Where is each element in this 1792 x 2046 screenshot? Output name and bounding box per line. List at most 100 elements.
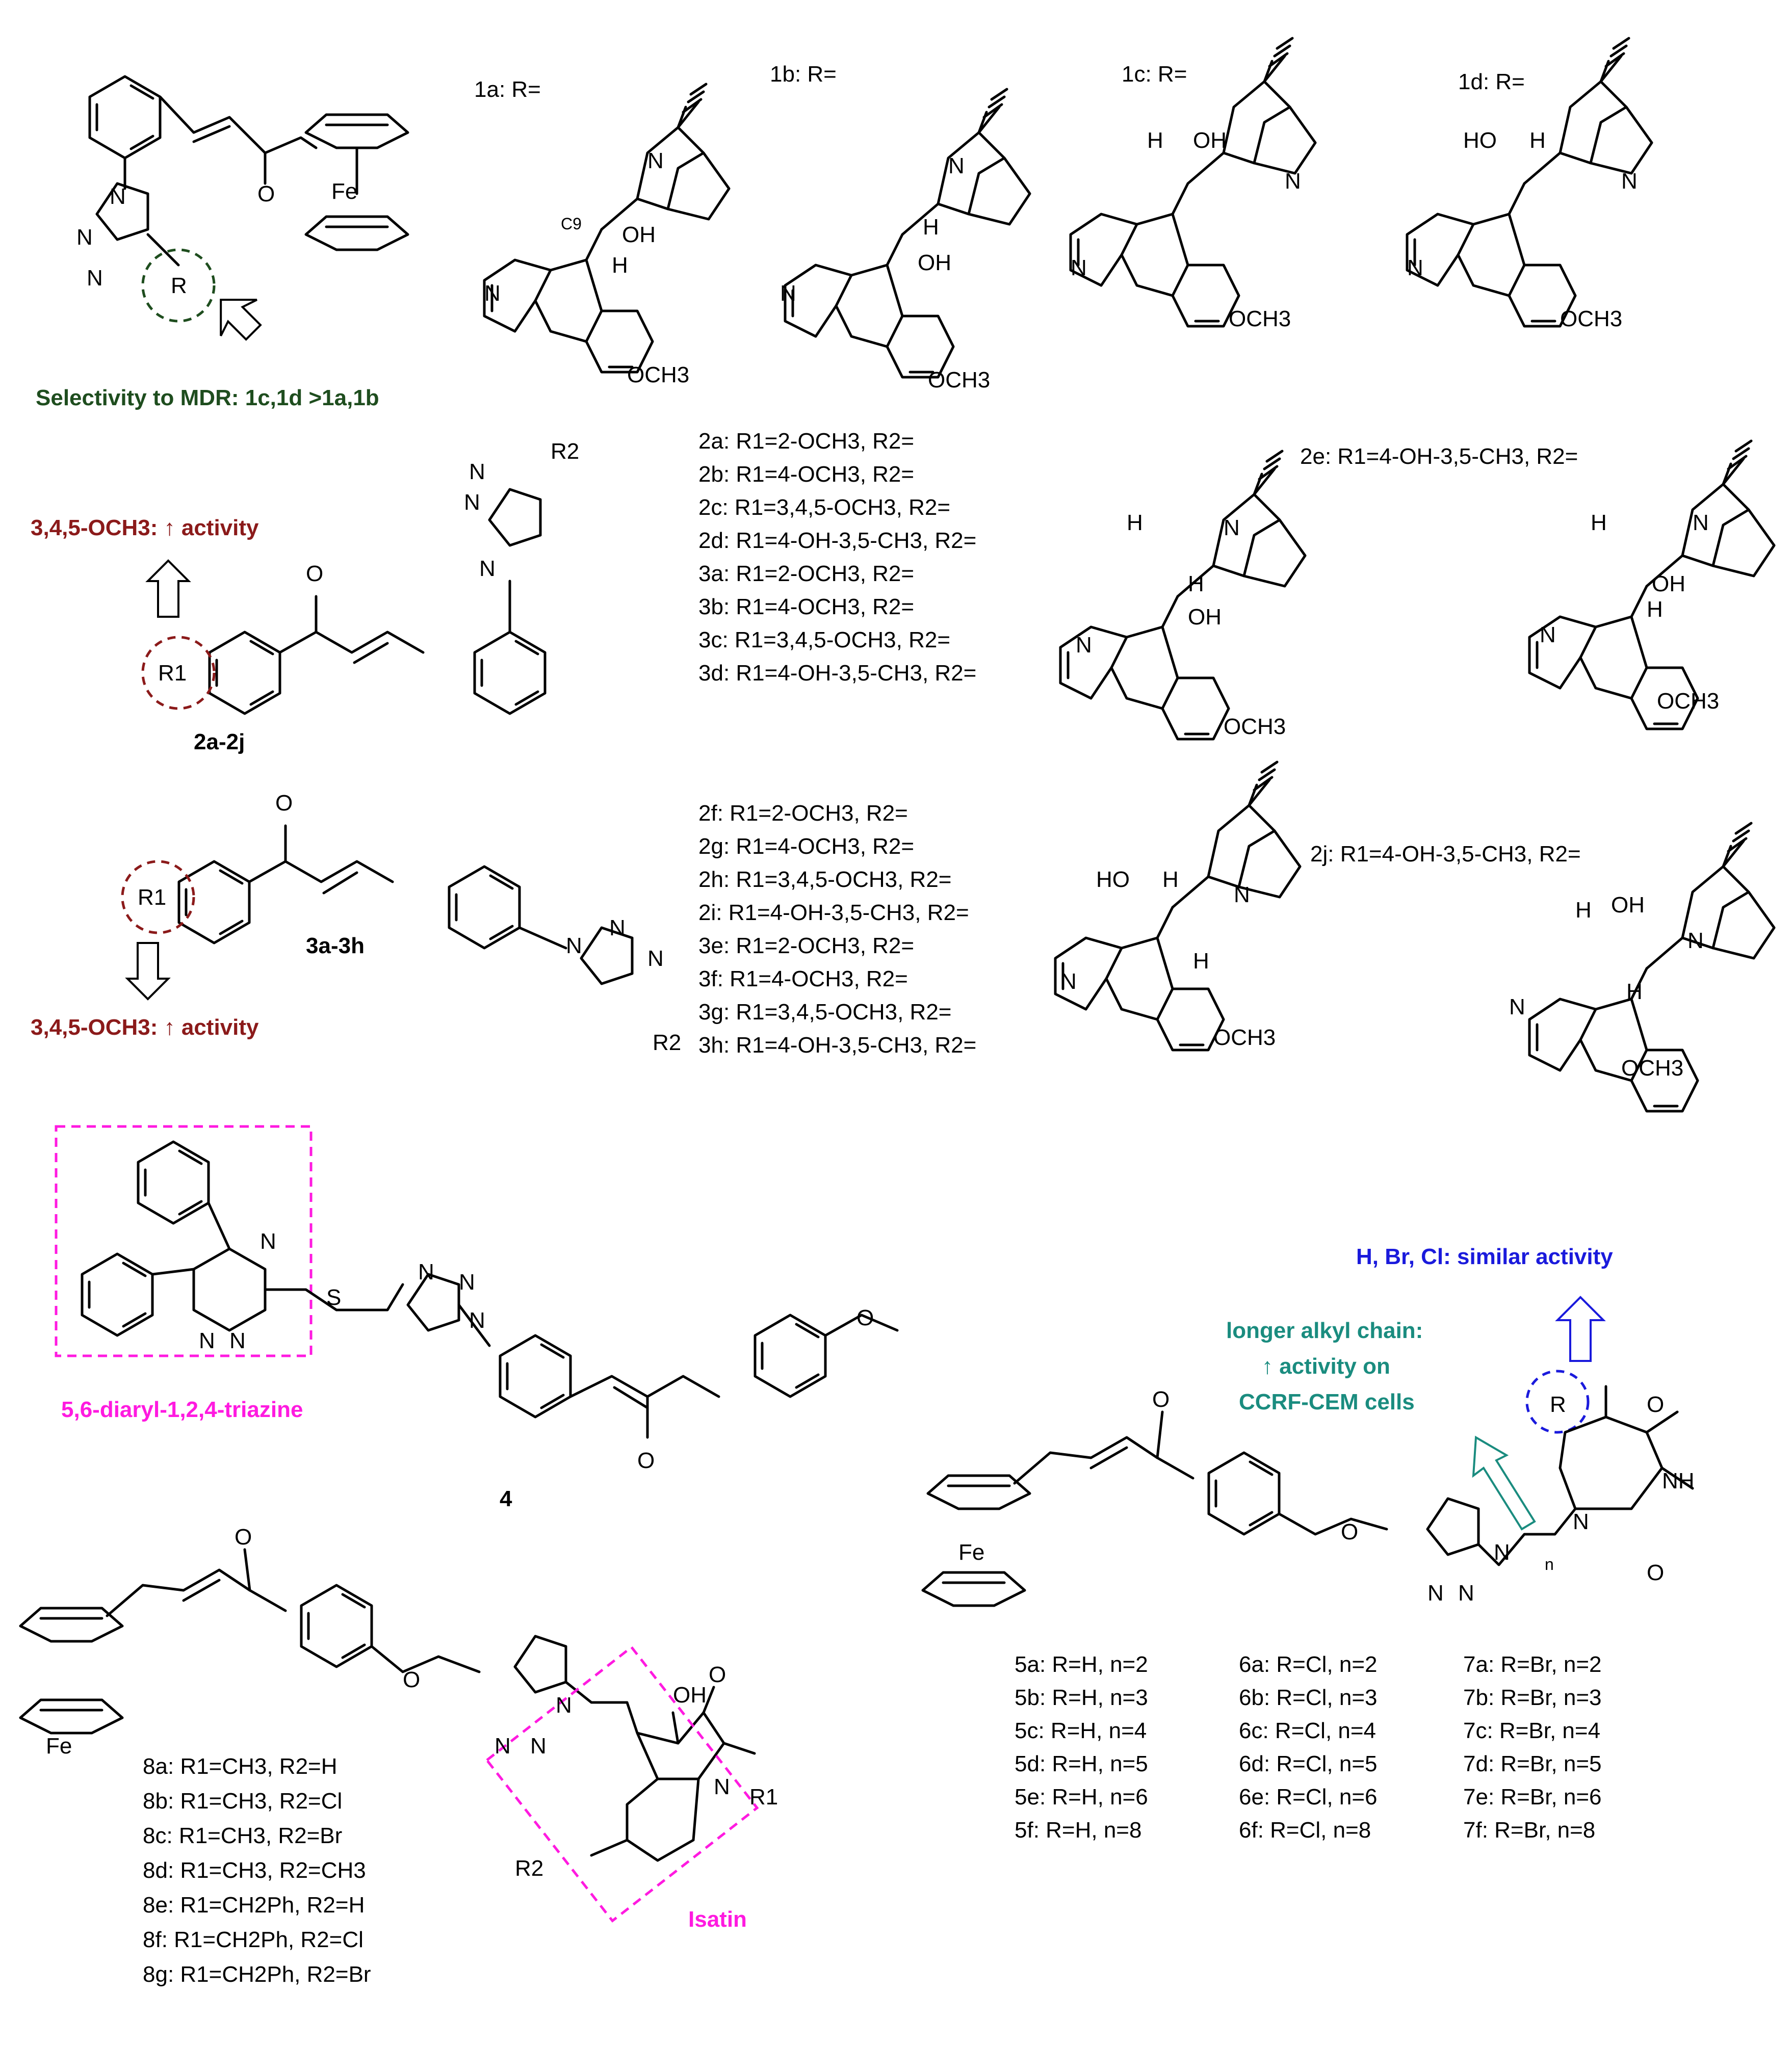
atom-h-2e: H [1591, 510, 1607, 535]
atom-h-1c: H [1147, 128, 1163, 153]
atom-n-qq2e: N [1540, 622, 1556, 647]
entry-7c: 7c: R=Br, n=4 [1463, 1718, 1600, 1743]
alkyl-note-1: longer alkyl chain: [1226, 1318, 1423, 1343]
atom-h2-2e: H [1647, 597, 1663, 622]
entry-5e: 5e: R=H, n=6 [1015, 1785, 1148, 1809]
entry-8f: 8f: R1=CH2Ph, R2=Cl [143, 1927, 363, 1952]
atom-n-qq2f: N [1060, 969, 1077, 994]
atom-n-4d: N [418, 1260, 434, 1284]
atom-och3-2a: OCH3 [1224, 714, 1286, 739]
atom-n-q1d: N [1621, 169, 1638, 194]
entry-6c: 6c: R=Cl, n=4 [1239, 1718, 1376, 1743]
entry-6b: 6b: R=Cl, n=3 [1239, 1685, 1378, 1710]
series-label-2a-2j: 2a-2j [194, 729, 245, 754]
atom-n-qq2a: N [1076, 633, 1092, 658]
entry-2h: 2h: R1=3,4,5-OCH3, R2= [698, 867, 951, 892]
atom-r1-8: R1 [749, 1785, 778, 1809]
atom-n-qq1b: N [780, 281, 796, 306]
compound-8-structure [20, 1548, 756, 1862]
atom-nh-5: NH [1662, 1468, 1695, 1493]
atom-fe-8: Fe [46, 1734, 72, 1759]
atom-n-8d: N [714, 1774, 730, 1799]
entry-7d: 7d: R=Br, n=5 [1463, 1751, 1602, 1776]
atom-r1-2: R1 [158, 661, 187, 686]
entry-2f: 2f: R1=2-OCH3, R2= [698, 801, 908, 826]
atom-oh-8: OH [673, 1683, 707, 1708]
label-1c: 1c: R= [1122, 62, 1187, 87]
entry-3g: 3g: R1=3,4,5-OCH3, R2= [698, 1000, 951, 1025]
atom-h2-2a: H [1188, 571, 1204, 596]
entry-3b: 3b: R1=4-OCH3, R2= [698, 594, 914, 619]
series-label-3a-3h: 3a-3h [306, 933, 365, 958]
entry-6e: 6e: R=Cl, n=6 [1239, 1785, 1378, 1809]
atom-n-4b: N [229, 1328, 246, 1353]
entry-8c: 8c: R1=CH3, R2=Br [143, 1823, 342, 1848]
atom-och3-1c: OCH3 [1229, 306, 1291, 331]
ome-activity-note-2: 3,4,5-OCH3: ↑ activity [31, 515, 259, 540]
atom-n-3a: N [566, 933, 582, 958]
atom-n-q2f: N [1234, 882, 1250, 907]
atom-n-2a: N [479, 556, 496, 581]
atom-n-4c: N [199, 1328, 215, 1353]
substituent-1b [785, 89, 1030, 377]
entry-3c: 3c: R1=3,4,5-OCH3, R2= [698, 627, 950, 652]
atom-o-8b: O [403, 1667, 420, 1692]
substituent-1c [1071, 38, 1315, 326]
entry-7a: 7a: R=Br, n=2 [1463, 1652, 1602, 1677]
atom-o-8a: O [235, 1525, 252, 1550]
atom-n-1b: N [76, 225, 93, 250]
r-group-circle-5 [1525, 1370, 1590, 1434]
atom-h2-2f: H [1193, 949, 1209, 974]
atom-n-5d: N [1573, 1509, 1589, 1534]
atom-n-1c: N [87, 266, 103, 291]
entry-8d: 8d: R1=CH3, R2=CH3 [143, 1858, 366, 1883]
atom-h2-2j: H [1626, 979, 1643, 1004]
atom-n-4f: N [469, 1308, 485, 1333]
atom-h-1a: H [612, 253, 628, 278]
entry-2b: 2b: R1=4-OCH3, R2= [698, 462, 914, 487]
atom-o-2: O [306, 561, 323, 586]
entry-5f: 5f: R=H, n=8 [1015, 1818, 1141, 1843]
atom-och3-2j: OCH3 [1621, 1056, 1683, 1081]
atom-n-8a: N [495, 1734, 511, 1759]
atom-n-qq2j: N [1509, 994, 1525, 1019]
up-arrow-2 [145, 559, 191, 618]
alkyl-note-2: ↑ activity on [1262, 1354, 1390, 1379]
atom-r1-3: R1 [138, 885, 166, 910]
atom-n-5a: N [1427, 1581, 1444, 1606]
atom-o-4b: O [856, 1305, 874, 1330]
entry-3d: 3d: R1=4-OH-3,5-CH3, R2= [698, 661, 976, 686]
atom-r2-2: R2 [551, 439, 579, 464]
atom-o-5a: O [1152, 1387, 1170, 1412]
label-1a: 1a: R= [474, 77, 541, 102]
atom-n-q2a: N [1224, 515, 1240, 540]
atom-ho-2f: HO [1096, 867, 1130, 892]
atom-och3-1d: OCH3 [1560, 306, 1622, 331]
compound-2-structure [141, 489, 545, 714]
atom-r2-8: R2 [515, 1856, 543, 1881]
compound-1-structure [90, 76, 408, 341]
atom-och3-2e: OCH3 [1657, 689, 1719, 714]
entry-7e: 7e: R=Br, n=6 [1463, 1785, 1602, 1809]
compound-5-7-structure [923, 1385, 1694, 1606]
entry-7b: 7b: R=Br, n=3 [1463, 1685, 1602, 1710]
substituent-1a [484, 84, 729, 372]
substituent-1d [1407, 38, 1652, 326]
atom-n-2b: N [464, 490, 480, 515]
atom-n-4e: N [459, 1270, 475, 1295]
atom-s-4: S [326, 1285, 341, 1310]
isatin-note: Isatin [688, 1907, 747, 1932]
atom-h-2f: H [1162, 867, 1179, 892]
ome-activity-note-3: 3,4,5-OCH3: ↑ activity [31, 1015, 259, 1040]
atom-oh-1b: OH [918, 250, 951, 275]
atom-oh-2a: OH [1188, 605, 1222, 629]
list-5: 5a: R=H, n=2 5b: R=H, n=3 5c: R=H, n=4 5… [1015, 1652, 1148, 1843]
list-6: 6a: R=Cl, n=2 6b: R=Cl, n=3 6c: R=Cl, n=… [1239, 1652, 1378, 1843]
entry-5c: 5c: R=H, n=4 [1015, 1718, 1147, 1743]
substituent-2f-3h [1055, 762, 1300, 1050]
entry-2e: 2e: R1=4-OH-3,5-CH3, R2= [1300, 444, 1578, 469]
entry-3h: 3h: R1=4-OH-3,5-CH3, R2= [698, 1033, 976, 1058]
compound-3-structure [121, 824, 632, 984]
atom-n-q2j: N [1687, 928, 1704, 953]
list-2a-3d: 2a: R1=2-OCH3, R2= 2b: R1=4-OCH3, R2= 2c… [698, 429, 976, 686]
